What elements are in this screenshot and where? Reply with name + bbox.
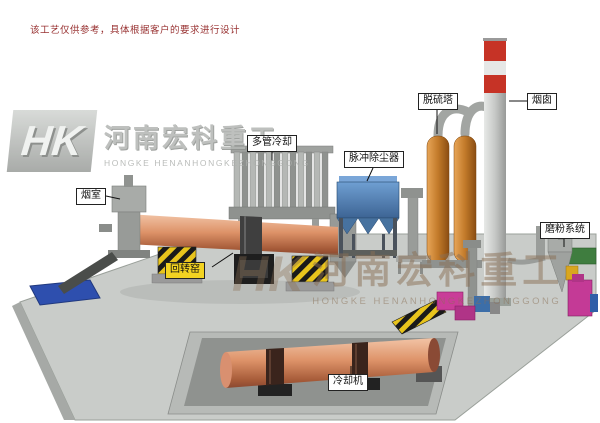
label-desulfurization-tower: 脱硫塔	[418, 93, 458, 110]
logo-hk-icon: HK	[6, 110, 98, 172]
watermark-logo: HK 河南宏科重工 HONGKE HENANHONGKEZHONGGONG	[6, 110, 310, 172]
label-rotary-kiln: 回转窑	[165, 262, 205, 279]
label-smoke-chamber: 烟室	[76, 188, 106, 205]
label-cooling-machine: 冷却机	[328, 374, 368, 391]
company-name-en: HONGKE HENANHONGKEZHONGGONG	[104, 158, 310, 168]
label-chimney: 烟囱	[527, 93, 557, 110]
label-grinding-system: 磨粉系统	[540, 222, 590, 239]
grinding-system	[507, 226, 598, 317]
transfer-equipment	[391, 291, 476, 335]
fan-duct-unit	[396, 188, 426, 274]
smoke-chamber	[58, 175, 150, 294]
desulfurization-towers	[422, 101, 499, 268]
company-name-cn: 河南宏科重工	[104, 123, 279, 153]
multi-tube-cooler	[228, 145, 357, 263]
leader-lines	[105, 100, 565, 375]
disclaimer-note: 该工艺仅供参考，具体根据客户的要求进行设计	[30, 25, 241, 36]
label-pulse-dust-collector: 脉冲除尘器	[344, 151, 404, 168]
cooling-machine	[220, 338, 442, 396]
logo-hk-text: HK	[19, 117, 85, 164]
label-multi-tube-cooler: 多管冷却	[247, 135, 297, 152]
bucket-elevator	[463, 240, 500, 314]
